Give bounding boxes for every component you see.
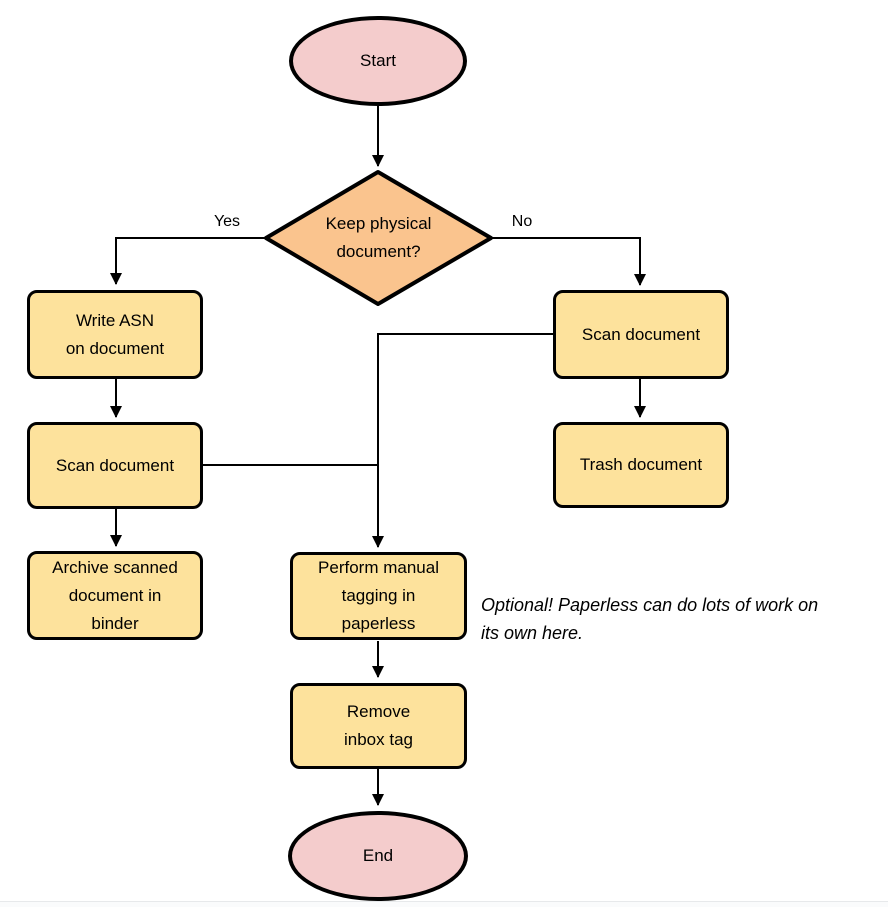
- scan-document-left-node-label: Scan document: [55, 455, 175, 475]
- manual-tagging-node: Perform manual tagging in paperless: [290, 552, 467, 640]
- trash-document-node: Trash document: [553, 422, 729, 508]
- edge-label-yes: Yes: [205, 212, 249, 232]
- edge-scan-right-to-tagging: [372, 333, 553, 548]
- remove-inbox-tag-node-label: Remove inbox tag: [344, 702, 413, 749]
- decision-diamond-shape: [264, 170, 493, 306]
- decision-node: Keep physical document?: [266, 172, 491, 304]
- optional-annotation: Optional! Paperless can do lots of work …: [481, 595, 819, 643]
- decision-node-label: Keep physical document?: [325, 214, 432, 261]
- edge-decision-yes-to-write-asn: [110, 237, 266, 285]
- archive-node-label: Archive scanned document in binder: [52, 557, 178, 633]
- edge-label-no: No: [500, 212, 544, 232]
- edge-decision-no-to-scan-right: [491, 237, 646, 286]
- end-node: End: [288, 811, 468, 901]
- page-bottom-strip: [0, 902, 888, 907]
- write-asn-node-label: Write ASN on document: [65, 310, 165, 358]
- end-node-label: End: [362, 846, 394, 865]
- trash-document-node-label: Trash document: [579, 455, 703, 474]
- start-node-label: Start: [360, 51, 396, 70]
- archive-node: Archive scanned document in binder: [27, 551, 203, 640]
- write-asn-node: Write ASN on document: [27, 290, 203, 379]
- manual-tagging-node-label: Perform manual tagging in paperless: [318, 558, 439, 633]
- scan-document-right-node: Scan document: [553, 290, 729, 379]
- start-node: Start: [289, 16, 467, 106]
- page-bottom-divider: [0, 901, 888, 902]
- remove-inbox-tag-node: Remove inbox tag: [290, 683, 467, 769]
- scan-document-left-node: Scan document: [27, 422, 203, 509]
- scan-document-right-node-label: Scan document: [581, 324, 701, 344]
